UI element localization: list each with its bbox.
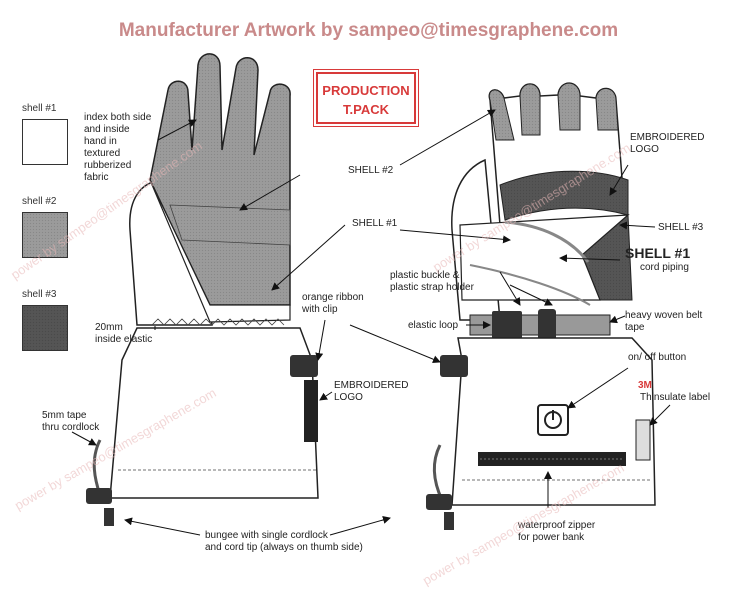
right-glove-cordlock — [426, 494, 452, 510]
right-glove-bungee-cord — [432, 444, 444, 501]
left-glove-shell1-side — [149, 179, 291, 323]
label-shell-2: SHELL #2 — [348, 165, 394, 176]
right-glove-buckle — [492, 311, 522, 339]
label-on-off-button: on/ off button — [628, 352, 687, 363]
left-glove-cord-tip — [104, 508, 114, 526]
left-glove-logo-tab — [304, 380, 318, 442]
swatch-shell-1 — [22, 119, 68, 165]
artwork-title: Manufacturer Artwork by sampeo@timesgrap… — [118, 20, 619, 41]
label-shell-3: SHELL #3 — [658, 222, 704, 233]
label-thinsulate: Thinsulate label — [640, 392, 711, 403]
left-glove-elastic-stitch — [151, 318, 285, 326]
swatch-shell-2 — [22, 212, 68, 258]
left-glove-palm-band — [169, 204, 291, 246]
label-buckle: plastic buckle &plastic strap holder — [390, 270, 474, 293]
right-glove — [426, 82, 656, 530]
left-glove — [86, 53, 319, 526]
label-shell-1: SHELL #1 — [352, 218, 398, 229]
stamp-line-2: T.PACK — [343, 102, 389, 117]
label-shell-1-big: SHELL #1 — [625, 245, 691, 261]
right-glove-cord-piping — [504, 220, 590, 263]
swatch-label-shell-2: shell #2 — [22, 196, 57, 207]
left-glove-cordlock — [86, 488, 112, 504]
right-glove-strap-holder — [538, 309, 556, 341]
right-glove-thinsulate-tag — [635, 419, 651, 461]
right-glove-back-panel — [459, 214, 630, 301]
label-3m-brand: 3M — [638, 380, 652, 391]
label-cord-piping: cord piping — [640, 262, 689, 273]
swatch-label-shell-3: shell #3 — [22, 289, 57, 300]
swatch-shell-3 — [22, 305, 68, 351]
leader-lines — [71, 109, 671, 536]
production-stamp: PRODUCTION T.PACK — [313, 69, 419, 127]
right-glove-ribbon-clip — [440, 355, 468, 377]
stamp-line-1: PRODUCTION — [322, 83, 410, 98]
left-glove-gauntlet — [109, 327, 319, 499]
left-glove-ribbon-clip — [290, 355, 318, 377]
right-glove-cord-tip — [444, 512, 454, 530]
label-elastic-loop: elastic loop — [408, 320, 459, 331]
swatch-label-shell-1: shell #1 — [22, 103, 57, 114]
right-glove-fingertip-shell2 — [488, 89, 515, 141]
